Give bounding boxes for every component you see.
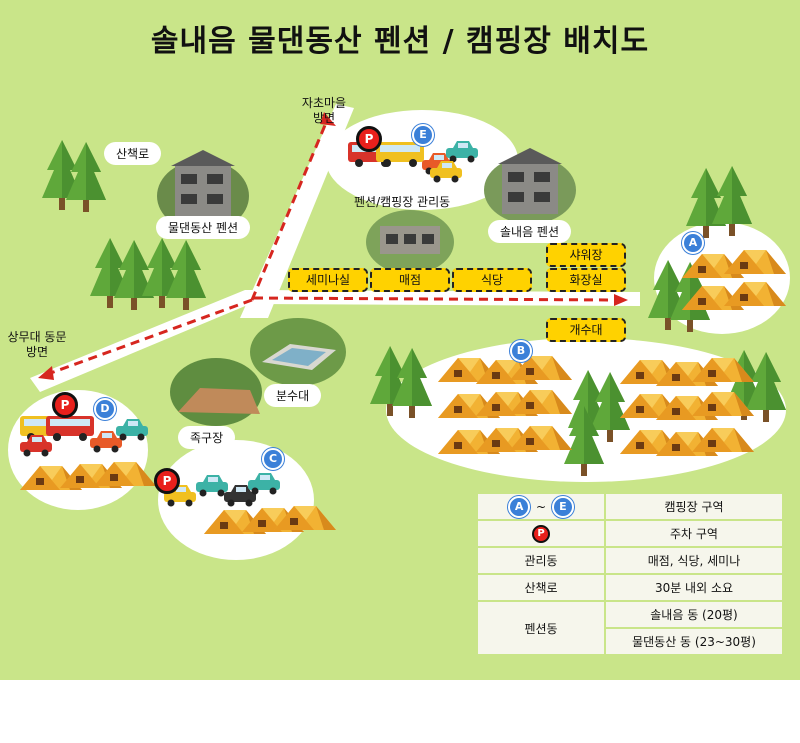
legend-row-pension-1: 펜션동 솔내음 동 (20평) [478,602,782,654]
zone-badge-d: D [94,398,116,420]
solnaeeum-pension-label: 솔내음 펜션 [488,220,572,243]
facility-shower: 샤워장 [546,243,626,267]
legend-zone-to-badge: E [551,495,574,518]
legend-row-zone: A ~ E 캠핑장 구역 [478,494,782,519]
legend-key-parking: P [478,521,604,546]
legend-row-office: 관리동 매점, 식당, 세미나 [478,548,782,573]
route-west [47,298,253,376]
legend-key-trail: 산책로 [478,575,604,600]
legend-parking-badge: P [532,524,550,543]
zone-badge-c: C [262,448,284,470]
legend-row-pension-2: 물댄동산 동 (23~30평) [478,629,782,654]
legend-key-office: 관리동 [478,548,604,573]
legend-value-trail: 30분 내외 소요 [606,575,782,600]
parking-badge-e: P [356,126,382,152]
legend-key-pension: 펜션동 [478,602,604,654]
legend-value-pension-2: 물댄동산 동 (23~30평) [606,629,782,654]
facility-seminar: 세미나실 [288,268,368,292]
campsite-map: 솔내음 물댄동산 펜션 / 캠핑장 배치도 자초마을 방면 상무대 동문 방면 … [0,0,800,680]
legend-key-zone: A ~ E [478,494,604,519]
zone-badge-a: A [682,232,704,254]
page-title: 솔내음 물댄동산 펜션 / 캠핑장 배치도 [150,24,650,59]
fountain-label: 분수대 [264,384,322,407]
road-west-text: 상무대 동문 방면 [7,330,67,359]
legend-value-parking: 주차 구역 [606,521,782,546]
route-east [253,296,617,302]
legend-row-trail: 산책로 30분 내외 소요 [478,575,782,600]
legend-zone-tilde: ~ [535,499,547,514]
trail-label: 산책로 [104,142,162,165]
legend-value-office: 매점, 식당, 세미나 [606,548,782,573]
muldaen-pension-label: 물댄동산 펜션 [156,216,251,239]
facility-restroom: 화장실 [546,268,626,292]
facility-restaurant: 식당 [452,268,532,292]
road-north-text: 자초마을 방면 [301,96,347,125]
road-north-label: 자초마을 방면 [298,96,350,126]
legend-value-pension-1: 솔내음 동 (20평) [606,602,782,627]
north-road [240,104,354,318]
facility-store: 매점 [370,268,450,292]
parking-badge-d: P [52,392,78,418]
office-label: 펜션/캠핑장 관리동 [354,195,451,209]
route-north [250,117,330,301]
legend-zone-from-badge: A [508,495,531,518]
parking-badge-c: P [154,468,180,494]
zone-badge-b: B [510,340,532,362]
main-road [30,290,640,392]
foot-court-label: 족구장 [178,426,236,449]
facility-sink: 개수대 [546,318,626,342]
legend-value-zone: 캠핑장 구역 [606,494,782,519]
zone-badge-e: E [412,124,434,146]
legend-table: A ~ E 캠핑장 구역 P 주차 구역 관리동 매점, 식당, 세미나 산책로… [476,492,784,656]
legend-row-parking: P 주차 구역 [478,521,782,546]
road-west-label: 상무대 동문 방면 [2,330,72,360]
